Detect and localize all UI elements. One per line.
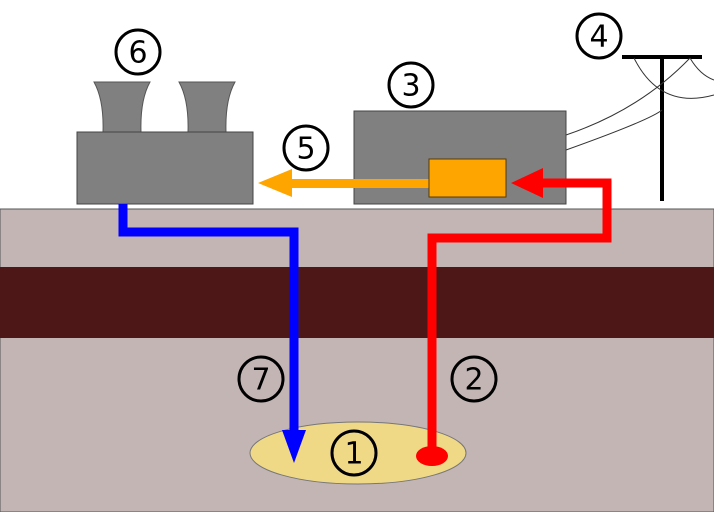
label-5: 5 [282, 124, 330, 172]
cooling-towers [76, 81, 254, 205]
svg-text:7: 7 [251, 363, 270, 398]
power-pole [565, 55, 714, 201]
label-1: 1 [330, 429, 378, 477]
label-4: 4 [575, 12, 623, 60]
production-pipe [416, 168, 612, 466]
svg-text:4: 4 [589, 20, 608, 55]
svg-text:5: 5 [296, 132, 315, 167]
reservoir [249, 421, 467, 485]
svg-text:6: 6 [128, 36, 147, 71]
turbine [428, 158, 507, 198]
svg-text:3: 3 [401, 69, 420, 104]
rock-layer [0, 267, 714, 338]
injection-pipe [118, 204, 306, 463]
heat-arrow [258, 169, 430, 197]
label-2: 2 [450, 355, 498, 403]
label-7: 7 [237, 355, 285, 403]
label-6: 6 [114, 28, 162, 76]
svg-text:2: 2 [464, 363, 483, 398]
svg-text:1: 1 [344, 437, 363, 472]
label-3: 3 [387, 61, 435, 109]
